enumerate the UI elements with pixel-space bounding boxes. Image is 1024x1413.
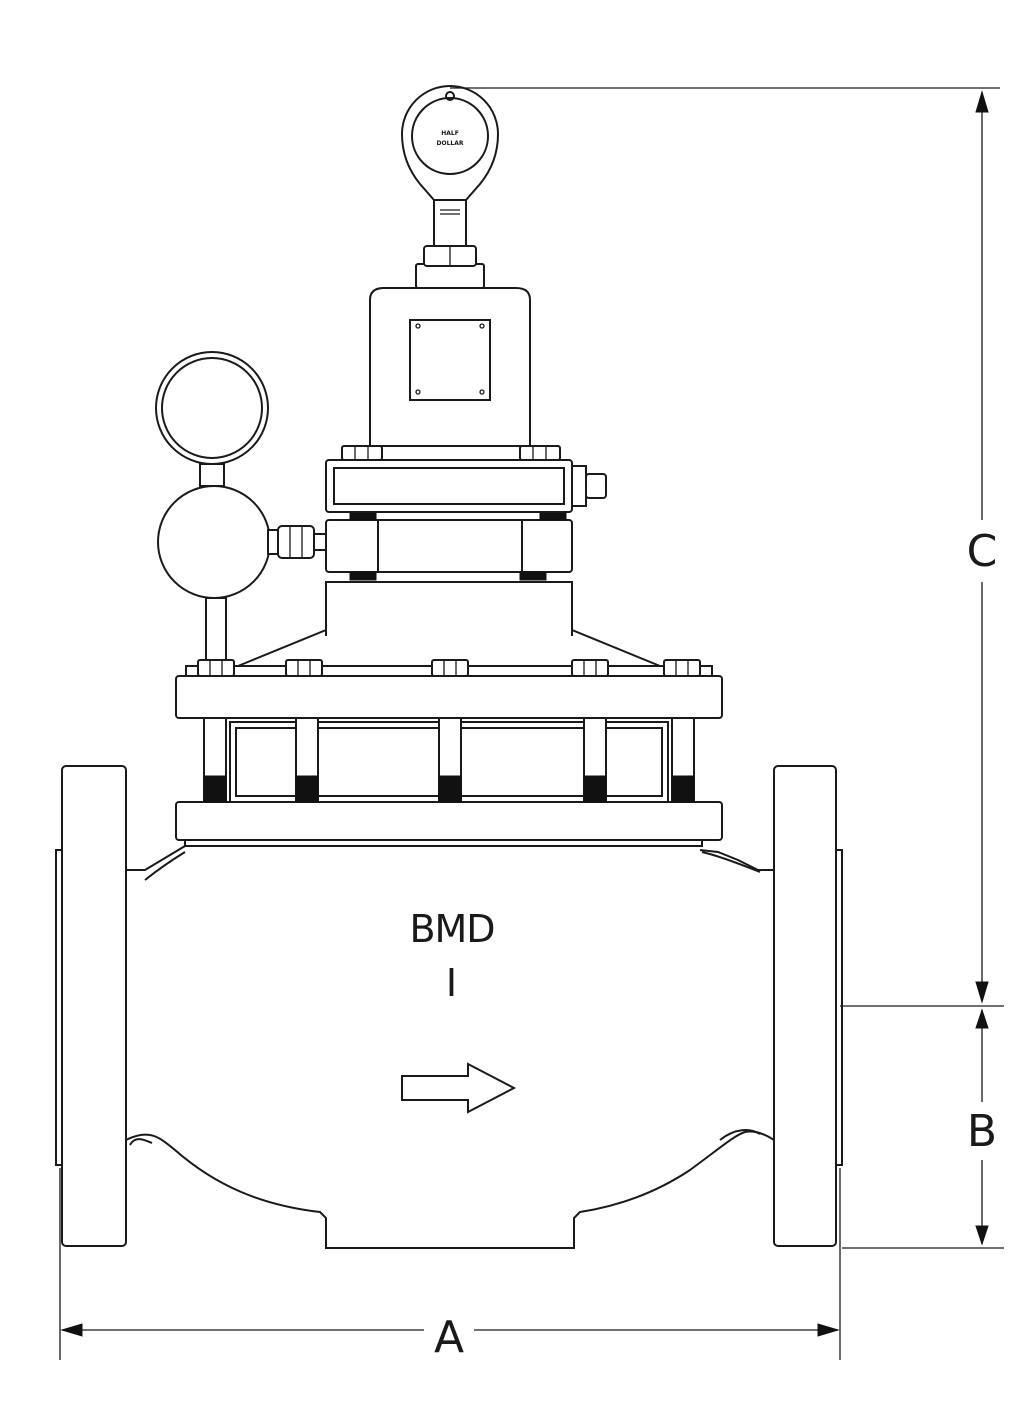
side-gauges xyxy=(155,351,327,661)
dimension-label-a: A xyxy=(434,1312,464,1363)
top-gauge: HALF DOLLAR xyxy=(400,85,500,201)
dimension-label-c: C xyxy=(967,526,998,577)
stud-rods xyxy=(203,717,695,803)
stud-3 xyxy=(438,717,462,803)
stud-5 xyxy=(671,717,695,803)
stud-4 xyxy=(583,717,607,803)
middle-block xyxy=(325,511,573,581)
valve-body xyxy=(125,842,775,1249)
dimension-b: B xyxy=(840,1005,1004,1249)
upper-block xyxy=(325,459,607,513)
stud-1 xyxy=(203,717,227,803)
adjuster-nut xyxy=(415,199,485,289)
stud-2 xyxy=(295,717,319,803)
actuator-housing xyxy=(237,581,661,667)
gauge-label-line1: HALF xyxy=(441,130,459,137)
plate-nuts xyxy=(197,659,701,677)
right-arrow-icon xyxy=(401,1062,517,1114)
dimension-a: A xyxy=(59,1168,841,1363)
dimension-label-b: B xyxy=(967,1106,997,1157)
left-flange xyxy=(55,765,127,1247)
gauge-label-line2: DOLLAR xyxy=(437,140,464,147)
body-mark-subtext: I xyxy=(446,961,456,1005)
lower-plate xyxy=(175,801,723,847)
pilot-regulator xyxy=(369,287,531,447)
top-bolts xyxy=(341,445,561,461)
dimension-c: C xyxy=(450,87,1000,1004)
right-flange xyxy=(773,765,843,1247)
body-mark-text: BMD xyxy=(409,907,494,951)
